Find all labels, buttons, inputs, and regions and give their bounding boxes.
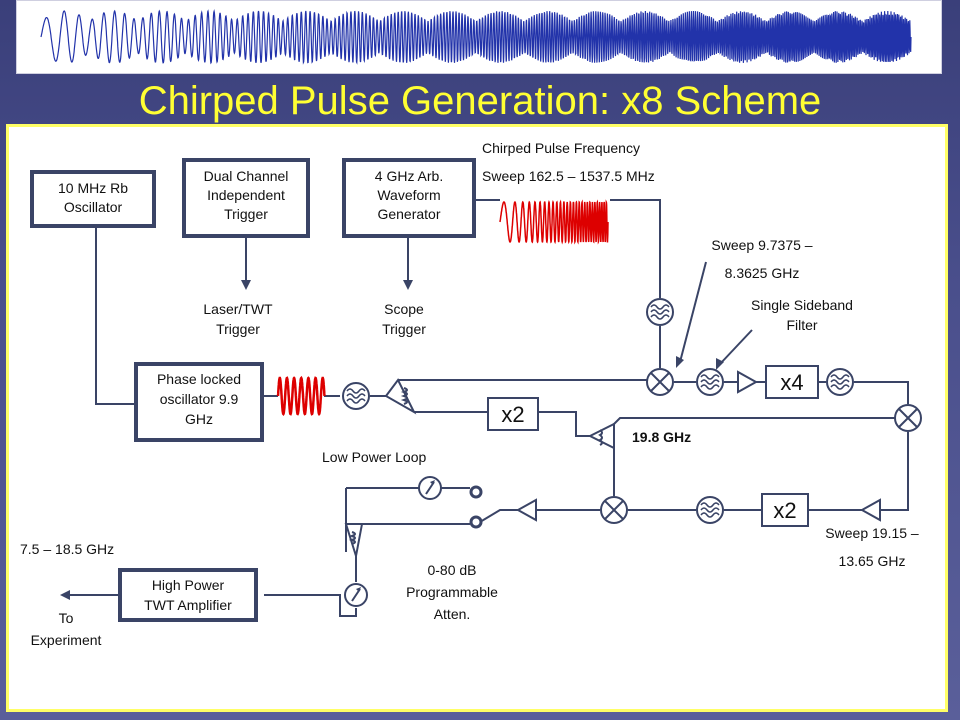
chirp-waveform-icon (499, 199, 609, 245)
twt-line1: High Power (152, 577, 225, 593)
amplifier-icon (859, 498, 881, 522)
pll-line2: oscillator 9.9 (160, 391, 239, 407)
x4-multiplier-block: x4 (765, 365, 819, 399)
x2-top-label: x2 (501, 402, 524, 427)
mixer-icon (894, 404, 922, 432)
ssb-line2: Filter (786, 317, 817, 333)
sine-waveform-icon (276, 375, 326, 416)
x2-bottom-label: x2 (773, 498, 796, 523)
dual-trigger-block: Dual Channel Independent Trigger (182, 158, 310, 238)
twt-amplifier-block: High Power TWT Amplifier (118, 568, 258, 622)
laser-line2: Trigger (216, 321, 260, 337)
variable-attenuator-icon (344, 583, 368, 607)
sweep-mid-line2: 8.3625 GHz (725, 265, 800, 281)
twt-line2: TWT Amplifier (144, 597, 232, 613)
rb-oscillator-block: 10 MHz Rb Oscillator (30, 170, 156, 228)
scope-line1: Scope (384, 301, 424, 317)
variable-attenuator-icon (418, 476, 442, 500)
sweep-low-line2: 13.65 GHz (839, 553, 906, 569)
trigger-line3: Trigger (224, 206, 268, 222)
pll-line3: GHz (185, 411, 213, 427)
to-experiment-line1: To (59, 610, 74, 626)
sweep-mid-line1: Sweep 9.7375 – (711, 237, 812, 253)
bandpass-filter-icon (342, 382, 370, 410)
trigger-line1: Dual Channel (204, 168, 289, 184)
laser-trigger-arrow (241, 280, 251, 290)
awg-block: 4 GHz Arb. Waveform Generator (342, 158, 476, 238)
awg-line3: Generator (377, 206, 440, 222)
awg-line1: 4 GHz Arb. (375, 168, 443, 184)
bandpass-filter-icon (646, 298, 674, 326)
bandpass-filter-icon (826, 368, 854, 396)
amplifier-icon (737, 370, 759, 394)
chirp-freq-line2: Sweep 162.5 – 1537.5 MHz (482, 168, 655, 184)
x2-multiplier-top-block: x2 (487, 397, 539, 431)
x2-multiplier-bottom-block: x2 (761, 493, 809, 527)
power-splitter-icon (384, 378, 417, 415)
slide-title: Chirped Pulse Generation: x8 Scheme (138, 79, 822, 123)
atten-line1: 0-80 dB (427, 562, 476, 578)
mixer-icon (600, 496, 628, 524)
atten-line3: Atten. (434, 606, 471, 622)
ssb-line1: Single Sideband (751, 297, 853, 313)
x4-label: x4 (780, 370, 803, 395)
sweep-low-line1: Sweep 19.15 – (825, 525, 919, 541)
chirp-freq-line1: Chirped Pulse Frequency (482, 140, 640, 156)
to-experiment-arrow (60, 590, 70, 600)
power-splitter-icon (344, 523, 364, 557)
trigger-line2: Independent (207, 187, 285, 203)
scope-line2: Trigger (382, 321, 426, 337)
power-splitter-icon (587, 422, 615, 450)
mixer-icon (646, 368, 674, 396)
scope-trigger-arrow (403, 280, 413, 290)
switch-icon (469, 485, 483, 529)
rb-osc-line1: 10 MHz Rb (58, 180, 128, 196)
output-range-label: 7.5 – 18.5 GHz (20, 541, 114, 557)
rb-osc-line2: Oscillator (64, 199, 123, 215)
awg-line2: Waveform (377, 187, 440, 203)
low-power-loop-label: Low Power Loop (322, 449, 427, 465)
annotation-arrows (676, 261, 753, 370)
pll-line1: Phase locked (157, 371, 241, 387)
amplifier-icon (515, 498, 537, 522)
ghz-198-label: 19.8 GHz (632, 429, 691, 445)
to-experiment-line2: Experiment (31, 632, 102, 648)
atten-line2: Programmable (406, 584, 498, 600)
laser-line1: Laser/TWT (203, 301, 273, 317)
chirp-waveform-banner (16, 0, 942, 74)
bandpass-filter-icon (696, 368, 724, 396)
pll-block: Phase locked oscillator 9.9 GHz (134, 362, 264, 442)
bandpass-filter-icon (696, 496, 724, 524)
banner-waveform (40, 8, 912, 65)
